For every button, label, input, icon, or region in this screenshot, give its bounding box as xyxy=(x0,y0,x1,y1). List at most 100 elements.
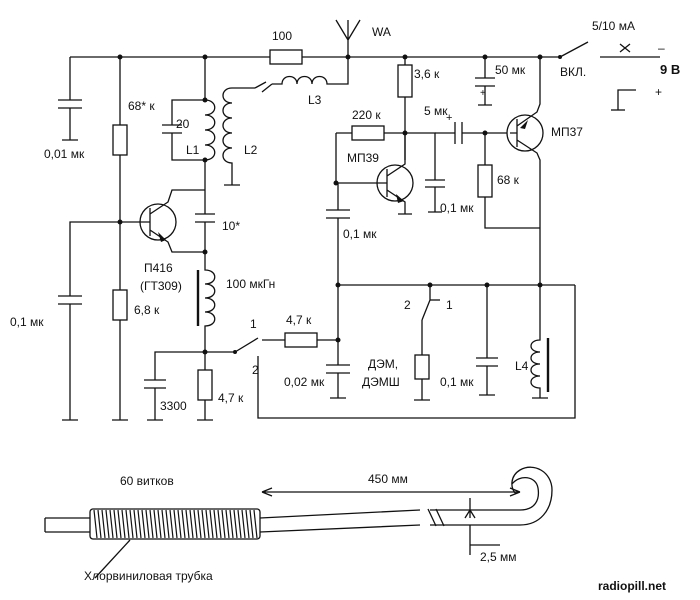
coil-turn xyxy=(201,509,206,539)
coil-winding xyxy=(93,509,258,539)
resistor-68k: 68 к xyxy=(477,130,540,229)
transistor-mp37-label: МП37 xyxy=(551,125,583,139)
coil-turn xyxy=(161,509,166,539)
resistor-6-8k: 6,8 к xyxy=(112,208,160,421)
svg-text:+: + xyxy=(446,112,452,124)
switch-a: 1 2 xyxy=(205,285,576,419)
switch-on-label: ВКЛ. xyxy=(560,65,586,79)
coil-turn xyxy=(229,509,234,539)
switch-a-1-label: 1 xyxy=(250,317,257,331)
choke-100mkgn: 100 мкГн xyxy=(196,252,275,355)
coil-turn xyxy=(93,509,98,539)
resistor-6-8k-label: 6,8 к xyxy=(134,303,160,317)
coil-turn xyxy=(193,509,198,539)
coil-l1-label: L1 xyxy=(186,143,200,157)
transistor-mp37: МП37 xyxy=(506,57,583,285)
capacitor-01-right-label: 0,1 мк xyxy=(440,375,474,389)
capacitor-01-right: 0,1 мк xyxy=(440,285,498,396)
switch-current-label: 5/10 мА xyxy=(592,19,635,33)
coil-turn xyxy=(133,509,138,539)
top-bus xyxy=(70,54,660,60)
watermark: radiopill.net xyxy=(598,579,666,593)
capacitor-002-label: 0,02 мк xyxy=(284,375,325,389)
capacitor-3300-label: 3300 xyxy=(160,399,187,413)
coil-turn xyxy=(101,509,106,539)
earphone-dem: ДЭМ, ДЭМШ xyxy=(362,338,430,401)
coil-turn xyxy=(217,509,222,539)
resistor-68k-star-label: 68* к xyxy=(128,99,155,113)
coil-l3: L3 xyxy=(254,57,349,107)
capacitor-5mk: + 5 мк xyxy=(424,104,510,144)
coil-turn xyxy=(245,509,250,539)
resistor-4-7k-top: 4,7 к xyxy=(284,313,341,348)
earphone-demsh-label: ДЭМШ xyxy=(362,375,400,389)
resistor-100-label: 100 xyxy=(272,29,292,43)
switch-b-2-label: 2 xyxy=(404,298,411,312)
coil-turn xyxy=(241,509,246,539)
coil-turns-label: 60 витков xyxy=(120,474,174,488)
capacitor-50mk-label: 50 мк xyxy=(495,63,526,77)
capacitor-50mk: + 50 мк xyxy=(475,57,526,106)
coil-turn xyxy=(225,509,230,539)
coil-turn xyxy=(233,509,238,539)
resistor-4-7k-bottom: 4,7 к xyxy=(197,352,244,421)
coil-construction-drawing: 60 витков 450 мм Хлорвиниловая трубка 2,… xyxy=(44,466,553,583)
coil-turn xyxy=(185,509,190,539)
capacitor-5mk-label: 5 мк xyxy=(424,104,448,118)
resistor-3-6k: 3,6 к xyxy=(397,57,440,160)
coil-l2: L2 xyxy=(222,87,258,186)
capacitor-002: 0,02 мк xyxy=(284,340,350,399)
supply-voltage-label: 9 В xyxy=(660,62,680,77)
capacitor-001-label: 0,01 мк xyxy=(44,147,85,161)
coil-turn xyxy=(121,509,126,539)
coil-turn xyxy=(97,509,102,539)
supply-minus-label: – xyxy=(658,41,665,55)
coil-turn xyxy=(173,509,178,539)
capacitor-01-left-label: 0,1 мк xyxy=(10,315,44,329)
transistor-mp39-label: МП39 xyxy=(347,151,379,165)
coil-turn xyxy=(221,509,226,539)
transistor-p416: П416 (ГТ309) xyxy=(120,189,205,293)
capacitor-01-left: 0,1 мк xyxy=(10,219,123,421)
resistor-68k-star: 68* к xyxy=(112,57,155,208)
capacitor-01-small-label: 0,1 мк xyxy=(440,201,474,215)
coil-l2-label: L2 xyxy=(244,143,258,157)
resistor-4-7k-top-label: 4,7 к xyxy=(286,313,312,327)
coil-turn xyxy=(137,509,142,539)
lc-tank-l1: 20 L1 xyxy=(162,57,216,190)
coil-turn xyxy=(153,509,158,539)
power-switch: 5/10 мА ВКЛ. – 9 В + xyxy=(558,19,680,111)
capacitor-01-mid-label: 0,1 мк xyxy=(343,227,377,241)
coil-tube-label: Хлорвиниловая трубка xyxy=(84,569,213,583)
coil-turn xyxy=(125,509,130,539)
coil-turn xyxy=(149,509,154,539)
coil-turn xyxy=(189,509,194,539)
capacitor-001: 0,01 мк xyxy=(44,57,85,161)
coil-l4: L4 xyxy=(515,285,550,399)
coil-l4-label: L4 xyxy=(515,359,529,373)
coil-turn xyxy=(213,509,218,539)
coil-turn xyxy=(249,509,254,539)
transistor-p416-label: П416 xyxy=(144,261,173,275)
coil-turn xyxy=(253,509,258,539)
earphone-dem-label: ДЭМ, xyxy=(368,357,398,371)
resistor-220k: 220 к xyxy=(336,108,405,141)
coil-turn xyxy=(129,509,134,539)
switch-b-1-label: 1 xyxy=(446,298,453,312)
supply-plus-label: + xyxy=(655,85,662,99)
resistor-68k-label: 68 к xyxy=(497,173,520,187)
coil-turn xyxy=(113,509,118,539)
coil-turn xyxy=(237,509,242,539)
coil-turn xyxy=(169,509,174,539)
choke-label: 100 мкГн xyxy=(226,277,275,291)
switch-b: 2 1 xyxy=(404,285,453,338)
resistor-4-7k-bottom-label: 4,7 к xyxy=(218,391,244,405)
capacitor-3300: 3300 xyxy=(144,351,205,421)
coil-diameter-label: 2,5 мм xyxy=(480,550,517,564)
coil-turn xyxy=(105,509,110,539)
transistor-gt309-label: (ГТ309) xyxy=(140,279,182,293)
coil-turn xyxy=(145,509,150,539)
capacitor-10-star: 10* xyxy=(195,190,240,255)
capacitor-01-mid: 0,1 мк xyxy=(326,183,377,340)
